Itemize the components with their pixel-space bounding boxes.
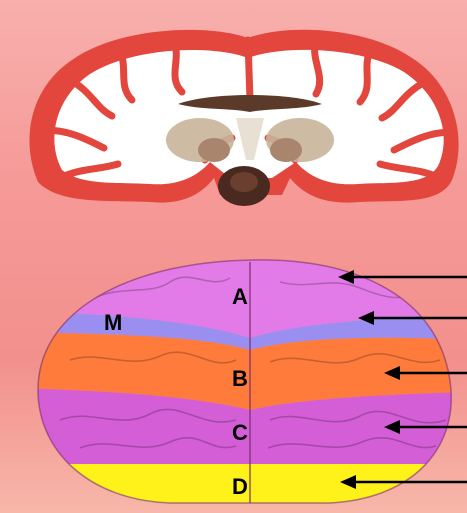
- basal-ganglia: [166, 118, 334, 162]
- coronal-brain-section: [29, 30, 458, 206]
- label-M: M: [104, 310, 122, 335]
- label-B: B: [232, 366, 248, 391]
- label-D: D: [232, 474, 248, 499]
- label-A: A: [232, 284, 248, 309]
- label-C: C: [232, 420, 248, 445]
